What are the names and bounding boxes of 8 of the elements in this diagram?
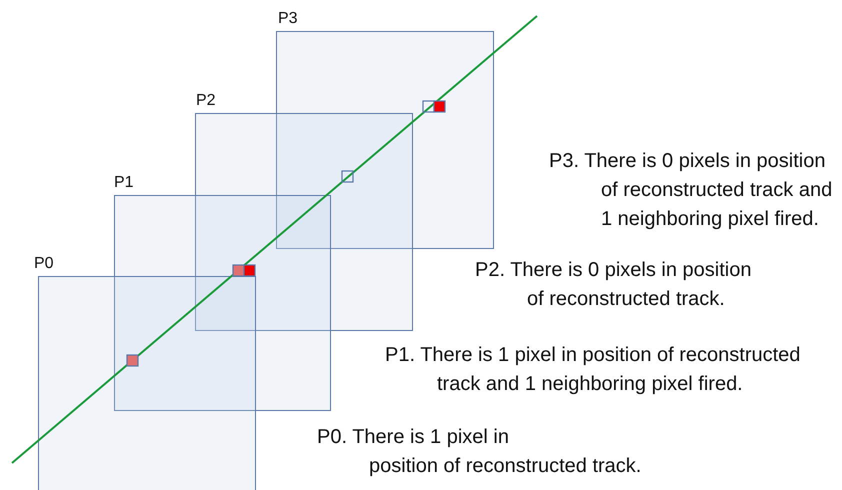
plane-label: P0 [34, 254, 54, 274]
plane-label: P2 [196, 91, 216, 111]
plane-description: P2. There is 0 pixels in position of reconstructed track. [475, 258, 752, 312]
plane-label: P3 [278, 9, 298, 29]
plane-description: P1. There is 1 pixel in position of reconstructed track and 1 neighboring pixel fired. [385, 343, 800, 397]
plane-label: P1 [114, 173, 134, 193]
plane-description: P0. There is 1 pixel in position of reconstructed track. [317, 425, 642, 479]
plane-description: P3. There is 0 pixels in position of reconstructed track and 1 neighboring pixel fired. [549, 149, 832, 232]
